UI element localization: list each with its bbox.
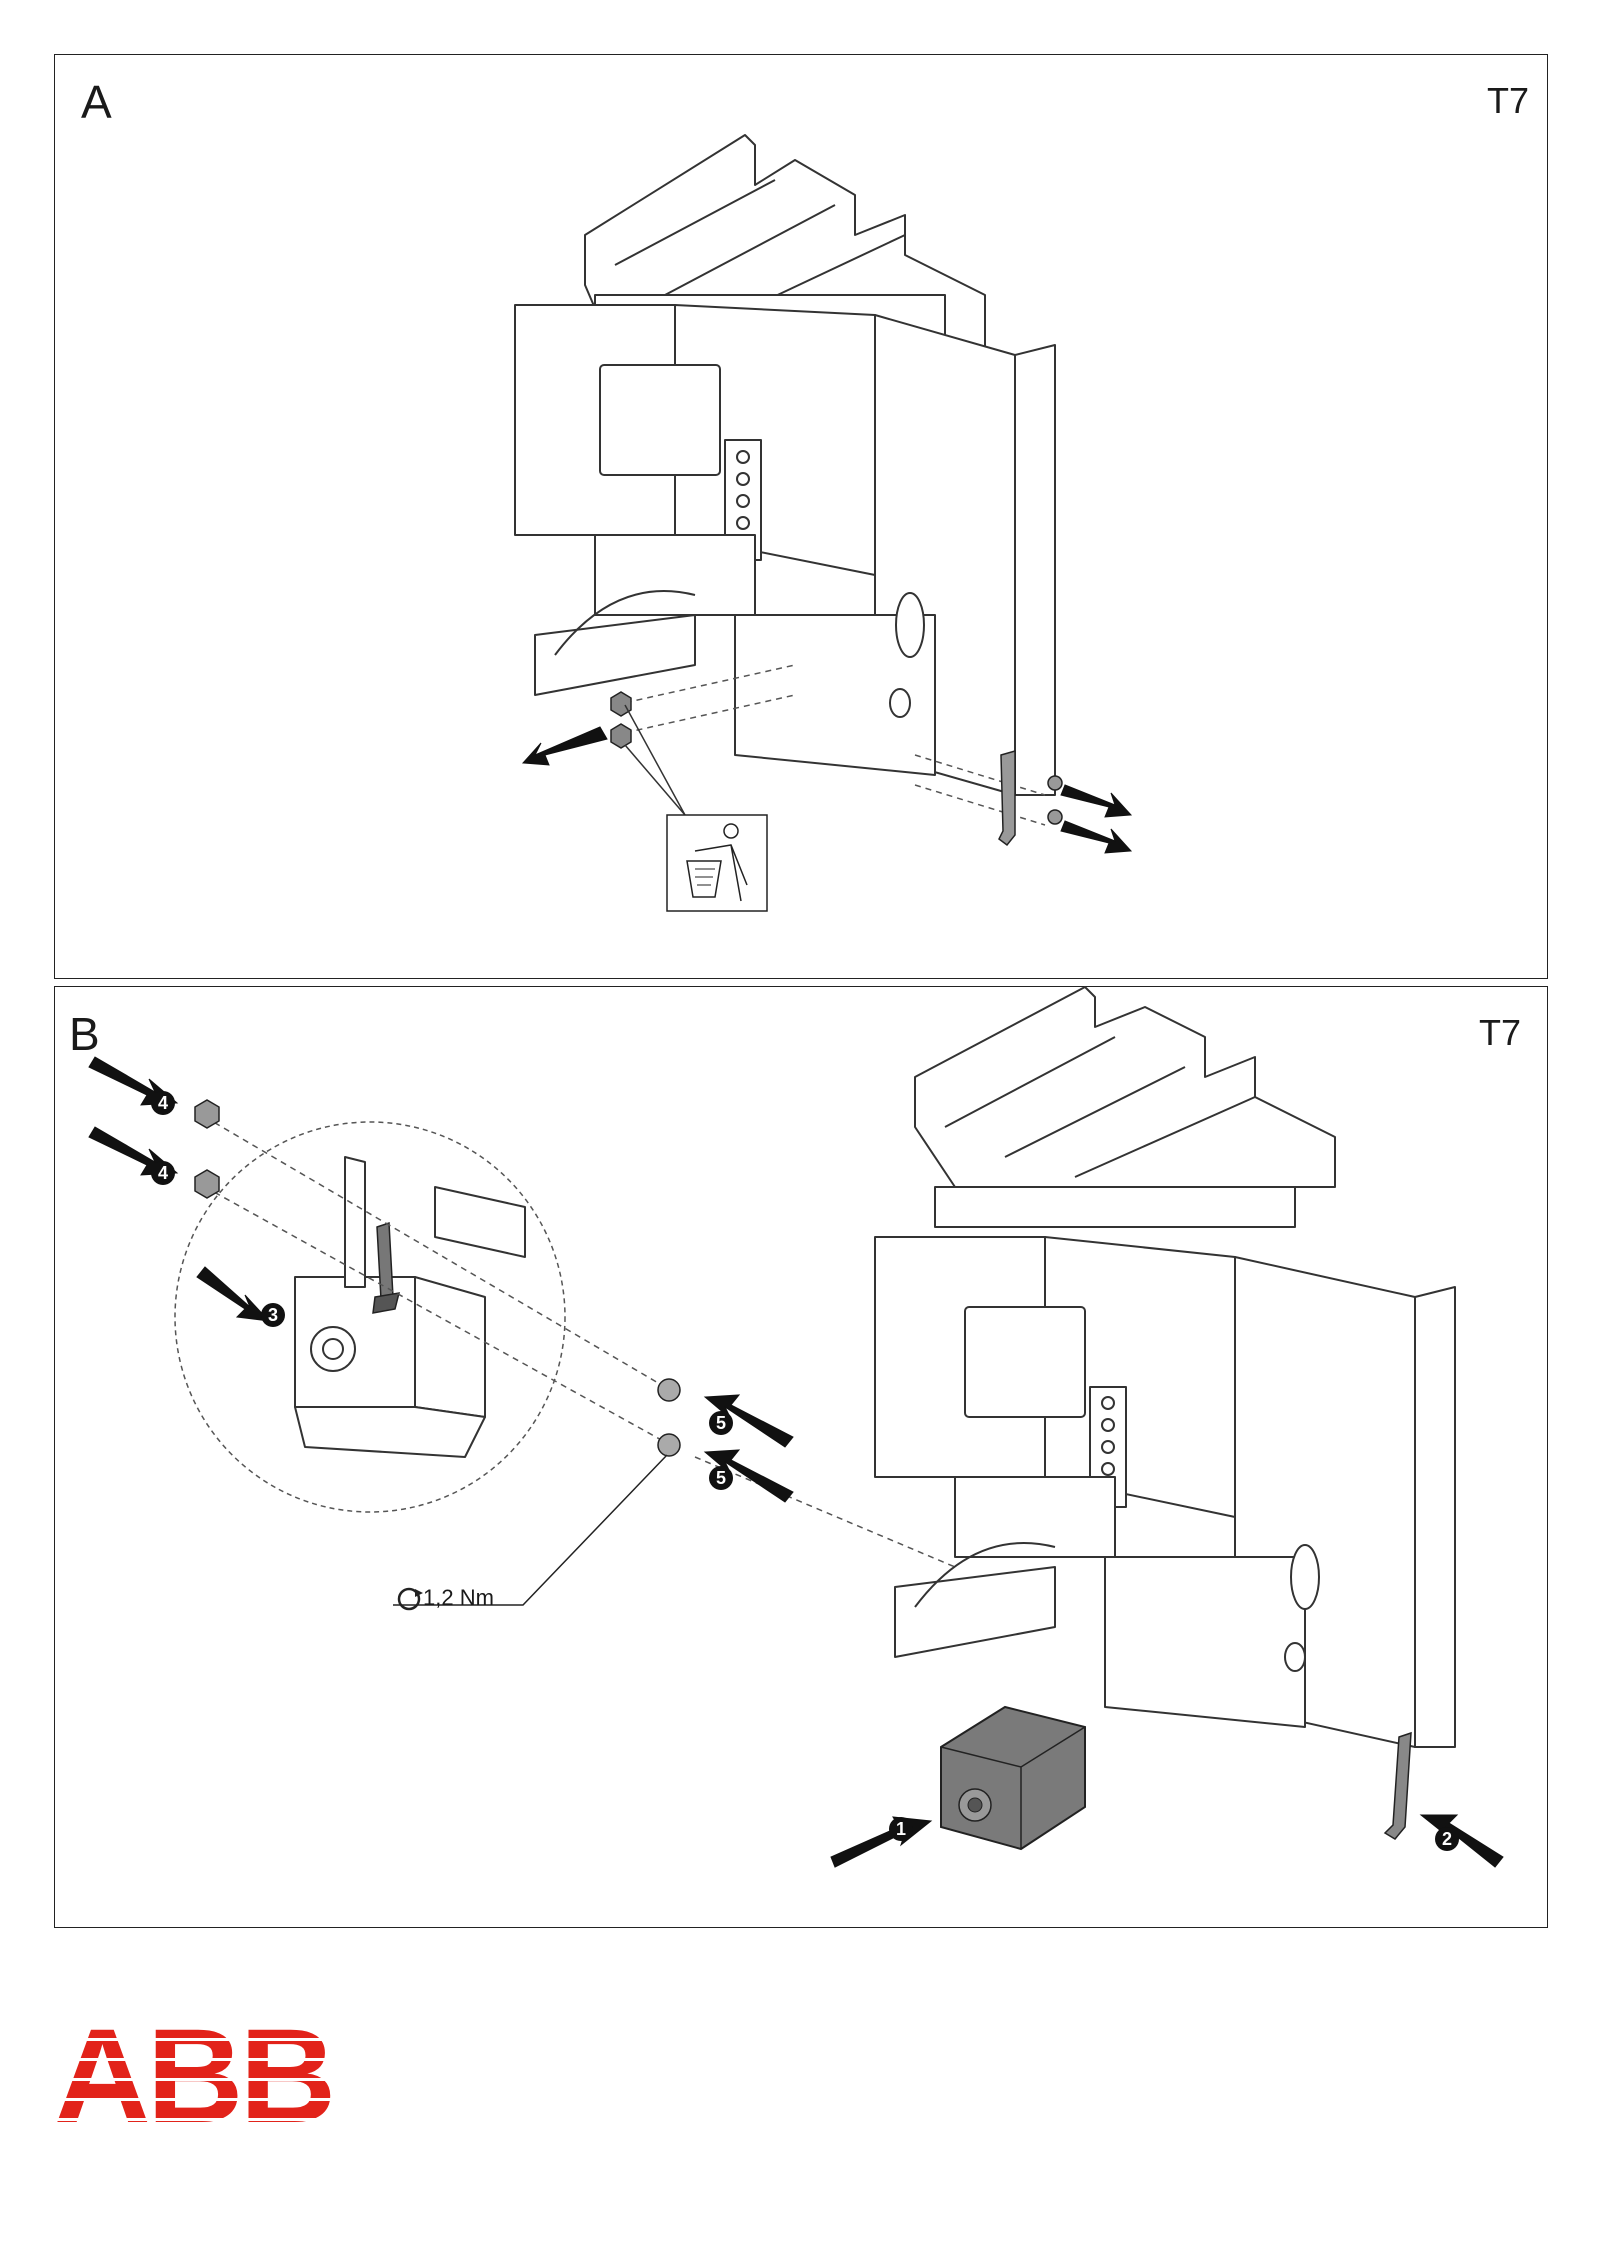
panel-b: B T7 [54,986,1548,1928]
step-5b: 5 [716,1468,726,1488]
breaker-removal-drawing [514,134,1133,912]
abb-logo-text: ABB [54,2002,336,2151]
panel-b-model: T7 [1478,1012,1521,1053]
logo-stripes [54,2038,346,2121]
step-2: 2 [1442,1829,1452,1849]
step-5a: 5 [716,1413,726,1433]
step-3: 3 [268,1305,278,1325]
torque-wrench-icon [397,1587,423,1611]
abb-logo: ABB [54,2002,346,2151]
step-1: 1 [896,1819,906,1839]
trip-coil-install-drawing: 4 4 3 5 5 1 2 [88,986,1504,1868]
step-4b: 4 [158,1163,168,1183]
step-markers: 4 4 3 5 5 1 2 [151,1091,1459,1851]
panel-a-model: T7 [1486,80,1529,121]
panel-b-letter: B [69,1008,100,1060]
trip-coil [940,1705,1086,1851]
step-4a: 4 [158,1093,168,1113]
trash-disposal-icon [666,814,768,912]
panel-a: A T7 [54,54,1548,979]
torque-value: 1,2 Nm [423,1585,494,1610]
detail-magnifier [174,1121,566,1513]
panel-a-letter: A [81,76,112,128]
